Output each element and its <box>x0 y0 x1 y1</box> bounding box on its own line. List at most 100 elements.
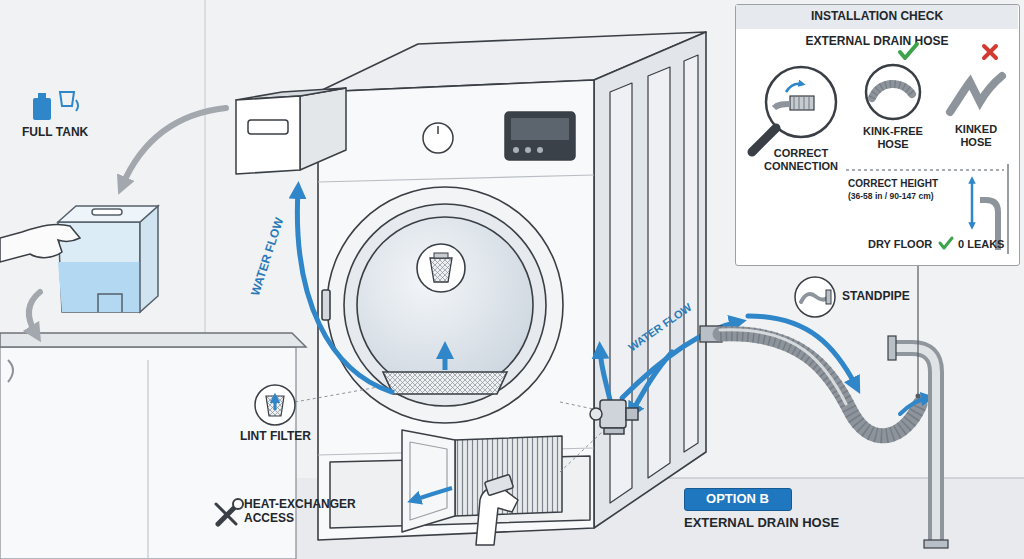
standpipe <box>924 540 948 548</box>
magnifier <box>752 128 776 152</box>
leader-line <box>916 394 921 399</box>
lint-filter-icon <box>274 398 277 410</box>
standpipe-icon <box>801 294 827 302</box>
kink-free-hose <box>872 84 912 98</box>
water-tank <box>58 262 140 312</box>
circle-outline <box>864 63 922 121</box>
heat-exchanger <box>476 487 518 545</box>
control-panel <box>437 126 439 134</box>
dryer-door <box>327 187 563 423</box>
control-panel <box>423 123 453 153</box>
dryer-door <box>322 290 330 320</box>
water-tank <box>140 206 158 312</box>
full-tank-icon <box>60 92 74 106</box>
circle-outline <box>766 67 836 137</box>
heat-exchanger <box>330 430 590 545</box>
panel-subheading: EXTERNAL DRAIN HOSE <box>736 35 1018 49</box>
magnifier <box>790 96 814 110</box>
heat-exchanger <box>410 442 447 520</box>
standpipe-icon <box>795 277 835 317</box>
kitchen-counter <box>0 347 296 559</box>
dryer-body <box>684 55 698 452</box>
heat-exchanger <box>414 488 452 500</box>
panel-heading: INSTALLATION CHECK <box>736 5 1018 29</box>
magnifier <box>774 104 790 108</box>
height-gauge <box>1007 164 1009 254</box>
dryer-door <box>344 204 546 406</box>
water-tank <box>92 209 122 215</box>
lint-filter-icon <box>266 396 284 416</box>
drain-valve <box>590 408 602 420</box>
control-panel <box>513 147 519 153</box>
water-flow-arrow <box>297 190 392 392</box>
water-flow-arrow <box>600 350 610 400</box>
dryer-body <box>318 32 706 540</box>
magnifier <box>794 96 809 110</box>
dimension-value: (36-58 in / 90-147 cm) <box>848 192 968 202</box>
wrench-icon <box>216 504 236 524</box>
control-panel <box>505 112 575 160</box>
standpipe-icon <box>795 277 835 317</box>
standpipe <box>896 348 936 548</box>
lint-filter-icon <box>255 385 295 425</box>
height-gauge <box>940 238 952 248</box>
circle-outline <box>866 65 920 119</box>
flow-arrow <box>29 108 226 334</box>
standpipe <box>888 336 896 360</box>
drain-hose <box>720 334 920 436</box>
connection-circle: CORRECT CONNECTION <box>764 65 838 139</box>
wrench-icon <box>233 499 243 509</box>
lint-filter-icon <box>295 386 384 402</box>
lint-filter-icon <box>255 385 384 425</box>
circle-outline <box>764 65 838 139</box>
check-label: KINKED HOSE <box>945 123 1007 148</box>
part-label: LINT FILTER <box>228 430 323 444</box>
check-label: 0 LEAKS <box>958 238 1016 251</box>
option-label: OPTION B <box>685 492 790 507</box>
flow-arrow <box>29 292 40 334</box>
full-tank-icon <box>33 98 51 120</box>
wrench-icon <box>216 499 243 524</box>
water-flow-arrow <box>632 352 672 412</box>
dryer-door <box>434 253 448 258</box>
magnifier <box>752 84 814 152</box>
standpipe-icon <box>826 290 831 304</box>
flow-arrow <box>122 108 226 186</box>
water-tank <box>98 294 122 312</box>
standpipe <box>896 348 936 548</box>
check-label: KINK-FREE HOSE <box>846 125 940 150</box>
kink-free-hose <box>900 44 917 58</box>
dryer-body <box>648 67 670 478</box>
control-panel <box>537 147 543 153</box>
dryer-body <box>318 80 594 540</box>
drain-valve <box>604 428 624 434</box>
kitchen-counter <box>8 360 13 382</box>
magnifier <box>786 84 802 92</box>
kink-free-circle: KINK-FREE HOSE <box>864 63 922 121</box>
part-label: STANDPIPE <box>842 290 932 304</box>
dryer-door <box>430 258 452 282</box>
full-tank-icon <box>33 92 78 120</box>
leader-line <box>917 266 918 394</box>
kitchen-counter <box>0 333 306 347</box>
dryer-door <box>383 372 507 394</box>
detergent-drawer <box>236 96 300 174</box>
control-panel <box>525 147 531 153</box>
heat-exchanger <box>484 474 513 495</box>
dryer-body <box>594 32 706 528</box>
dryer-body <box>318 175 594 182</box>
drain-hose <box>900 398 928 414</box>
room-background <box>204 0 206 333</box>
dimension-label: CORRECT HEIGHT <box>848 178 963 190</box>
water-tank <box>58 206 158 312</box>
kitchen-counter <box>147 360 148 559</box>
height-gauge <box>846 169 1004 170</box>
dryer-door <box>443 350 448 370</box>
water-tank <box>58 206 158 222</box>
dryer-door <box>357 217 533 393</box>
control-panel <box>511 118 569 140</box>
